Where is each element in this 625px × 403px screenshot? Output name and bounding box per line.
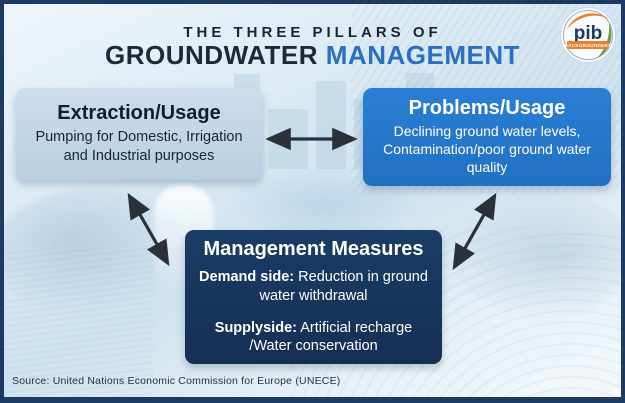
title-management: MANAGEMENT	[325, 40, 520, 70]
arrow-problems-management	[452, 192, 497, 271]
supply-side-text: Artificial recharge /Water conservation	[249, 319, 413, 355]
logo-acronym: pib	[574, 23, 603, 44]
management-supply-side: Supplyside: Artificial recharge /Water c…	[185, 319, 442, 357]
title-groundwater: GROUNDWATER	[105, 40, 319, 70]
problems-usage-box: Problems/Usage Declining ground water le…	[363, 88, 611, 186]
extraction-usage-body: Pumping for Domestic, Irrigation and Ind…	[35, 128, 243, 164]
title-kicker: THE THREE PILLARS OF	[183, 24, 442, 41]
background-industrial-pipes	[4, 189, 194, 319]
logo-green-swoosh	[597, 23, 612, 58]
arrow-extraction-management	[127, 192, 170, 267]
supply-side-label: Supplyside:	[214, 319, 297, 336]
problems-usage-title: Problems/Usage	[408, 97, 566, 120]
demand-side-label: Demand side:	[199, 268, 295, 285]
background-rocks	[444, 189, 621, 319]
management-measures-box: Management Measures Demand side: Reducti…	[185, 230, 442, 364]
logo-orange-swoosh	[567, 13, 609, 29]
pib-logo-icon: pib BACKGROUNDERS	[560, 7, 616, 63]
management-demand-side: Demand side: Reduction in ground water w…	[185, 268, 442, 306]
extraction-usage-box: Extraction/Usage Pumping for Domestic, I…	[16, 88, 262, 180]
management-measures-title: Management Measures	[203, 237, 424, 260]
source-attribution: Source: United Nations Economic Commissi…	[12, 375, 341, 387]
problems-usage-body: Declining ground water levels, Contamina…	[383, 123, 591, 175]
page-title: GROUNDWATER MANAGEMENT	[4, 40, 621, 71]
extraction-usage-title: Extraction/Usage	[57, 101, 221, 124]
logo-banner: BACKGROUNDERS	[564, 43, 611, 48]
demand-side-text: Reduction in ground water withdrawal	[259, 268, 428, 304]
pib-logo: pib BACKGROUNDERS	[559, 6, 617, 64]
